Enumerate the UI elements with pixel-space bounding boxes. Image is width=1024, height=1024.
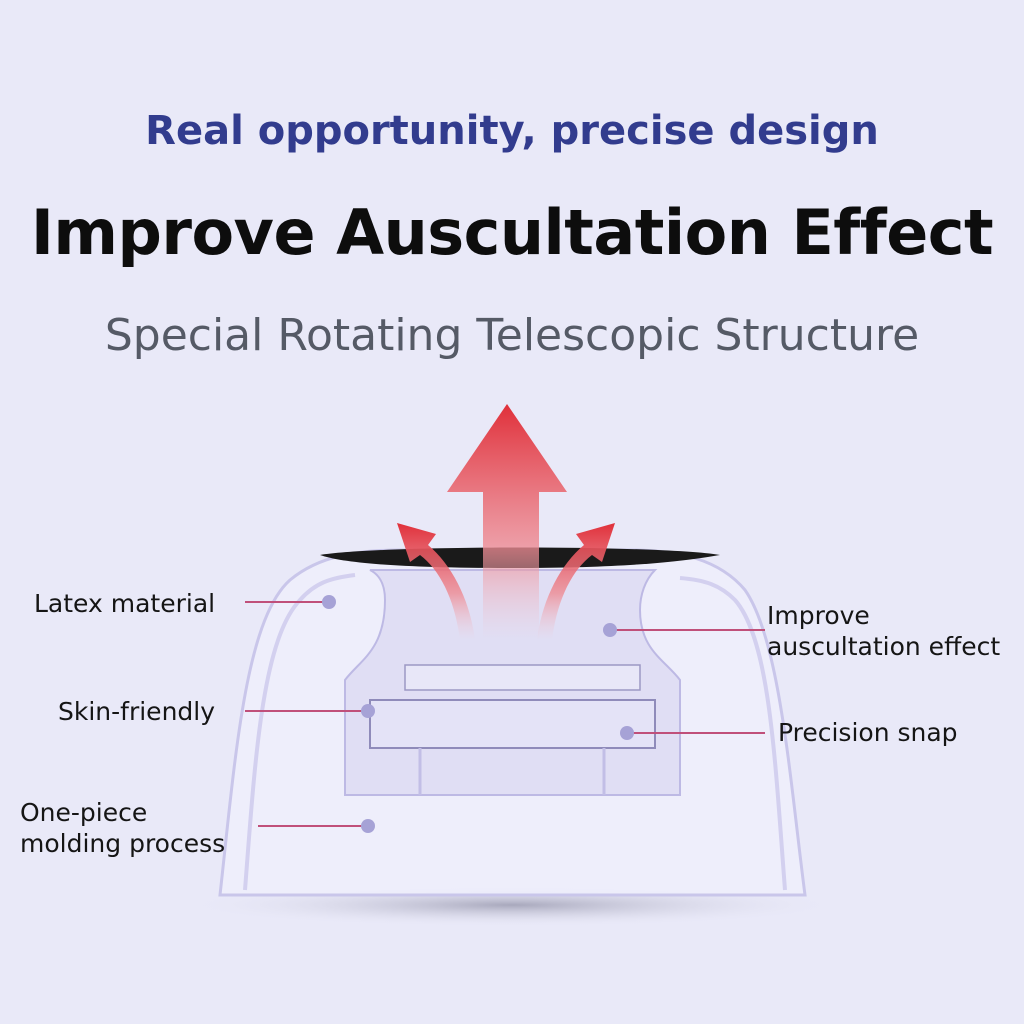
callout-dot: [603, 623, 617, 637]
callout-molding-line1: One-piece: [20, 798, 148, 827]
callout-improve-line1: Improve: [767, 601, 870, 630]
callout-dot: [322, 595, 336, 609]
callout-dot: [361, 704, 375, 718]
arrow-up-icon: [447, 404, 567, 640]
callout-skin: Skin-friendly: [58, 697, 216, 726]
arrow-curve-right-icon: [537, 523, 615, 640]
callout-molding: One-piece molding process: [20, 797, 225, 859]
callout-molding-line2: molding process: [20, 829, 226, 858]
callout-snap: Precision snap: [778, 718, 958, 747]
callout-dot: [620, 726, 634, 740]
callout-improve-line2: auscultation effect: [767, 632, 1001, 661]
callout-latex: Latex material: [34, 589, 216, 618]
callout-improve: Improve auscultation effect: [767, 600, 1000, 662]
callout-dot: [361, 819, 375, 833]
subheadline: Special Rotating Telescopic Structure: [104, 310, 920, 361]
tagline: Real opportunity, precise design: [145, 108, 879, 154]
headline: Improve Auscultation Effect: [30, 196, 994, 269]
arrow-curve-left-icon: [397, 523, 475, 640]
